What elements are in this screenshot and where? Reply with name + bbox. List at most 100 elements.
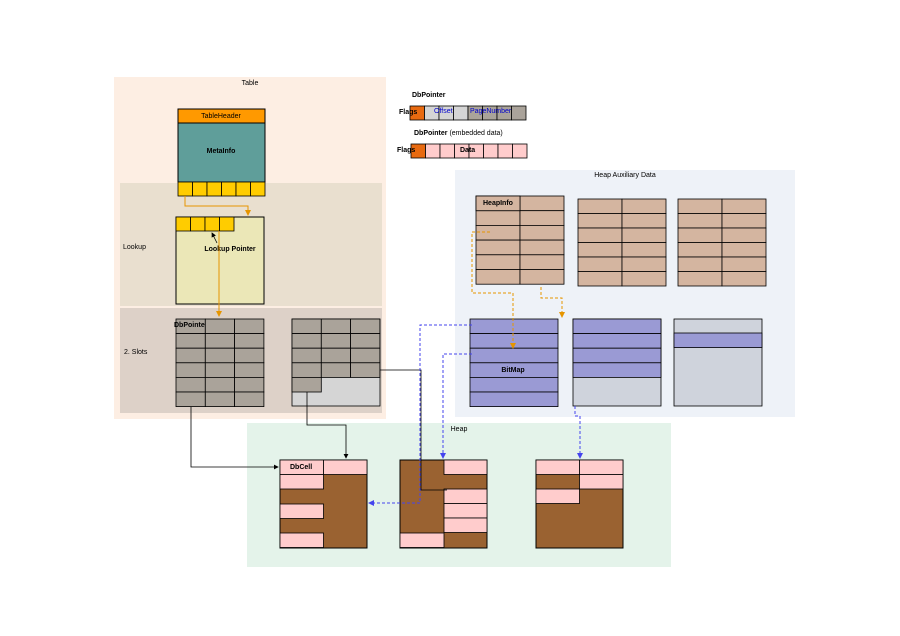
table-header-block: TableHeader MetaInfo — [177, 108, 266, 197]
heapinfo-to-bitmap2-arrow — [540, 287, 565, 318]
legend-dbpointer-fields — [409, 105, 527, 121]
legend-embedded-title-suffix: (embedded data) — [449, 130, 502, 137]
bitmap-cell — [469, 347, 559, 364]
heap-page-1-cell — [279, 503, 324, 519]
bitmap-blocks — [469, 318, 763, 408]
dbcell-label: DbCell — [290, 464, 312, 471]
heapinfo-cell — [721, 213, 767, 229]
bitmap2-to-heap-page3-arrow — [574, 406, 583, 459]
slots-region-label: 2. Slots — [124, 349, 148, 356]
heapinfo-cell — [677, 227, 723, 243]
legend-dbpointer-field — [453, 105, 469, 121]
bitmap-cell — [572, 333, 662, 349]
heapinfo-cell — [677, 213, 723, 229]
heapinfo-cell — [475, 254, 521, 270]
legend-embedded-field — [512, 143, 528, 159]
lookup-cells — [175, 216, 235, 232]
slot-cell — [291, 318, 322, 335]
bitmap-cell — [469, 376, 559, 393]
slot-cell — [291, 347, 322, 364]
heapinfo-grids — [475, 195, 767, 287]
slot-cell — [204, 376, 236, 393]
slot-cell — [175, 376, 206, 393]
slot-cell — [320, 362, 351, 378]
lookup-cell — [219, 216, 235, 232]
slots-to-dbcell-arrow — [190, 407, 279, 470]
legend-embedded-title-main: DbPointer — [414, 130, 448, 137]
slot-cell — [234, 362, 265, 378]
slot-cell — [350, 362, 381, 378]
heap-page-3-cell — [535, 459, 580, 475]
heapinfo-cell — [519, 195, 565, 212]
heapinfo-cell — [519, 269, 565, 285]
heap-page-2-cell — [443, 488, 488, 504]
lookup-pointer-arrow — [211, 232, 218, 244]
lookup-pointer-label: Lookup Pointer — [204, 246, 256, 253]
legend-embedded-title: DbPointer(embedded data) — [414, 130, 503, 137]
heapinfo-cell — [519, 254, 565, 270]
slot-grid-2 — [291, 318, 381, 407]
connectors — [184, 196, 583, 506]
table-header-cell — [192, 181, 208, 197]
legend-embedded-field — [439, 143, 455, 159]
heapinfo-cell — [721, 198, 767, 214]
heapinfo-cell — [677, 256, 723, 272]
slot-cell — [234, 391, 265, 408]
slot-cell — [175, 362, 206, 378]
legend-dbpointer: DbPointer Flags Offset PageNumber — [399, 92, 527, 121]
slot-cell — [175, 333, 206, 349]
heapinfo-cell — [519, 210, 565, 226]
slot-cell — [320, 347, 351, 364]
heapinfo-cell — [475, 269, 521, 285]
bitmap-cell — [469, 318, 559, 335]
legend-pagenumber-label: PageNumber — [470, 108, 512, 115]
slot-cell — [291, 376, 322, 393]
heapinfo-cell — [621, 271, 667, 287]
heapinfo-cell — [475, 210, 521, 226]
slot-cell — [320, 318, 351, 335]
heapinfo-cell — [577, 213, 623, 229]
heapinfo-cell — [621, 213, 667, 229]
heap-page-2-cell — [443, 517, 488, 533]
slots2-to-heap-page-arrow — [380, 369, 447, 491]
heapinfo-header-cell — [475, 195, 521, 212]
lookup-cell — [175, 216, 191, 232]
slot-cell — [350, 333, 381, 349]
heapinfo-to-bitmap-arrow — [471, 231, 516, 349]
slot-cell — [350, 318, 381, 335]
heap-page-2-cell — [399, 532, 445, 548]
slot-cell — [175, 391, 206, 408]
heap-page-3-cell — [535, 488, 580, 504]
slot-cell — [234, 333, 265, 349]
heapinfo-cell — [621, 227, 667, 243]
heap-page-2-cell — [443, 459, 488, 475]
legend-data-label: Data — [460, 147, 475, 154]
table-header-cell — [206, 181, 222, 197]
heap-page-1-cell — [279, 474, 324, 490]
bitmap-3-frame — [673, 318, 763, 407]
heapinfo-cell — [475, 224, 521, 241]
slot-cell — [204, 362, 236, 378]
bitmap-cell — [572, 347, 662, 364]
heapinfo-cell — [475, 239, 521, 256]
slot-cell — [204, 391, 236, 408]
heapinfo-cell — [577, 256, 623, 272]
heap-pages — [279, 459, 624, 549]
slot-cell — [204, 347, 236, 364]
slot-cell — [204, 318, 236, 335]
heap-page-1-cell — [279, 532, 324, 548]
heapinfo-cell — [677, 198, 723, 214]
slots2-to-dbcell-arrow — [306, 392, 349, 459]
bitmap-cell — [469, 391, 559, 408]
heapinfo-cell — [721, 242, 767, 258]
heapinfo-cell — [721, 271, 767, 287]
heapinfo-cell — [621, 256, 667, 272]
heapinfo-cell — [577, 271, 623, 287]
legend-dbpointer-field — [511, 105, 527, 121]
heap-page-3-cell — [579, 474, 624, 490]
legend-flags-label: Flags — [399, 109, 417, 116]
slot-cell — [234, 347, 265, 364]
legend-embedded: DbPointer(embedded data) Flags Data — [397, 130, 528, 159]
heap-page-2-cell — [443, 503, 488, 519]
